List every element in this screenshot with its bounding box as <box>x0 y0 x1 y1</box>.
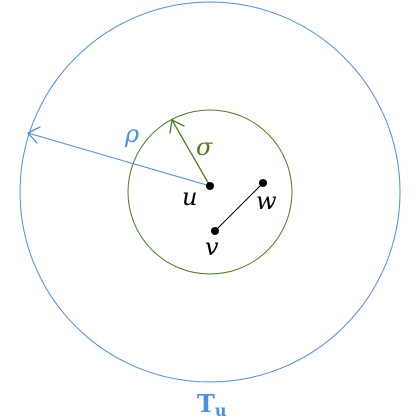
label-u: u <box>182 183 197 211</box>
rho-radius-line <box>27 132 211 187</box>
label-tree-main: T <box>197 389 215 418</box>
label-tree-sub: u <box>215 401 227 420</box>
sigma-arrowhead <box>169 119 185 134</box>
outer-circle <box>19 1 401 383</box>
label-rho: ρ <box>124 120 139 148</box>
node-w <box>259 179 267 187</box>
label-tree: Tu <box>197 389 227 420</box>
edge-w-v <box>214 182 264 232</box>
inner-circle <box>127 109 293 275</box>
sigma-radius-line <box>171 119 211 187</box>
rho-arrowhead <box>27 126 41 144</box>
label-v: v <box>205 233 219 261</box>
node-v <box>211 227 219 235</box>
label-sigma: σ <box>196 133 213 161</box>
label-w: w <box>256 187 277 215</box>
node-u <box>206 182 214 190</box>
